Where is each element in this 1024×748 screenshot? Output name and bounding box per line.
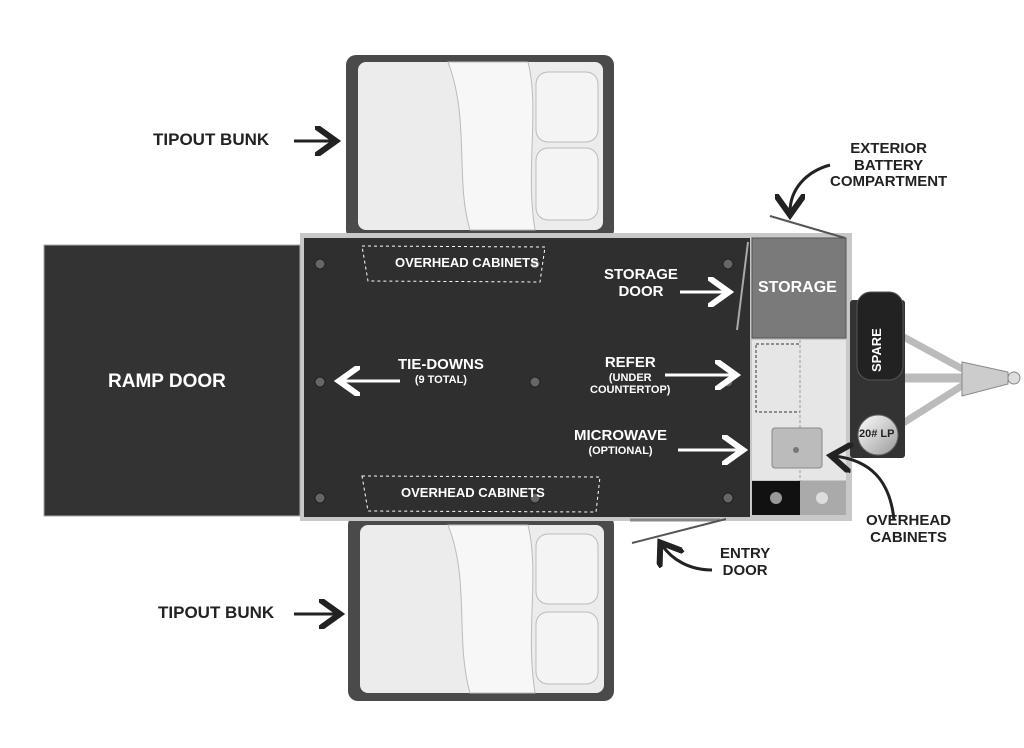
microwave-label: MICROWAVE(OPTIONAL) bbox=[574, 427, 668, 457]
overhead-cabinets-top-outline bbox=[361, 245, 546, 283]
lp-tank bbox=[857, 414, 899, 456]
trailer-tongue bbox=[898, 331, 1021, 428]
tipout-bunk-bottom bbox=[348, 515, 614, 701]
storage-label: STORAGE bbox=[758, 279, 837, 296]
tipout-bunk-top bbox=[346, 55, 614, 240]
spare-tire bbox=[856, 291, 904, 381]
ramp-door-label: RAMP DOOR bbox=[108, 371, 226, 392]
tipout-bunk-top-label: TIPOUT BUNK bbox=[153, 130, 270, 149]
storage-compartment bbox=[751, 237, 847, 339]
storage-door bbox=[736, 241, 749, 331]
lp-tank-label: 20# LP bbox=[859, 428, 895, 440]
tie-downs-label: TIE-DOWNS(9 TOTAL) bbox=[398, 356, 484, 386]
overhead-cabinets-bottom-outline bbox=[361, 475, 601, 513]
cargo-floor bbox=[304, 238, 750, 517]
spare-label: SPARE bbox=[869, 328, 884, 372]
overhead-cabinets-bottom-label: OVERHEAD CABINETS bbox=[401, 485, 545, 500]
tipout-bunk-bottom-label: TIPOUT BUNK bbox=[158, 603, 275, 622]
ramp-door bbox=[43, 244, 301, 517]
overhead-cabinets-top-label: OVERHEAD CABINETS bbox=[395, 255, 539, 270]
